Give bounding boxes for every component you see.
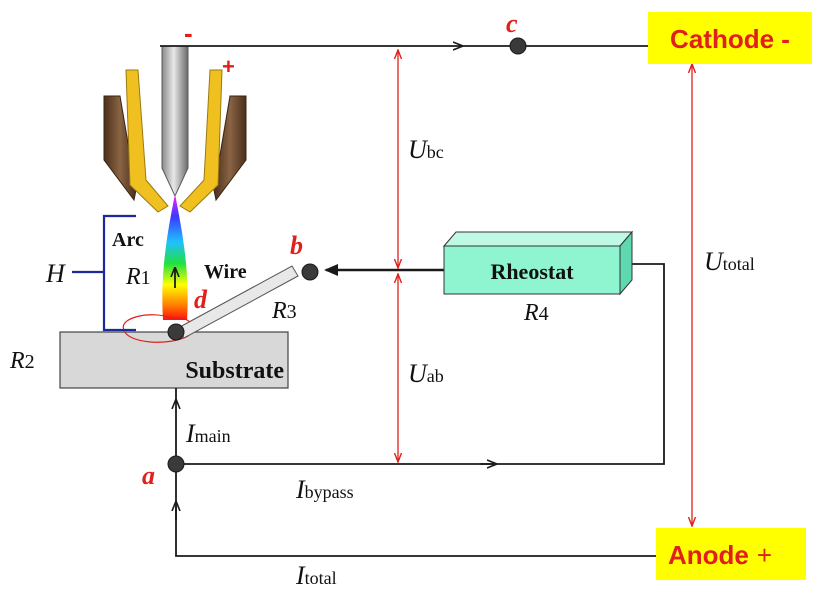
utotal-symbol: U (704, 247, 725, 276)
r3-sub: 3 (287, 301, 297, 323)
height-bracket (72, 214, 136, 332)
node-c-dot (509, 37, 527, 55)
rheostat-label: Rheostat (490, 259, 574, 284)
ubc-symbol: U (408, 135, 429, 164)
wire-label: Wire (204, 261, 247, 283)
node-b-dot (301, 263, 319, 281)
ubc-label: Ubc (408, 135, 444, 164)
node-d-dot (167, 323, 185, 341)
electrode-sign: - (184, 18, 193, 48)
imain-symbol: I (185, 419, 196, 448)
ibypass-label: Ibypass (295, 475, 354, 504)
r4-label: R4 (523, 300, 549, 326)
imain-label: Imain (185, 419, 231, 448)
uab-label: Uab (408, 359, 444, 388)
welding-torch (103, 45, 247, 320)
r3-symbol: R (271, 298, 287, 324)
voltage-indicators (398, 50, 692, 526)
height-label: H (45, 259, 66, 288)
node-c-label: c (506, 9, 518, 38)
substrate-block (59, 314, 289, 389)
r3-label: R3 (271, 298, 297, 324)
node-a-label: a (142, 461, 155, 490)
rheostat-front-face (443, 245, 621, 295)
ibypass-symbol: I (295, 475, 306, 504)
cathode-terminal: Cathode - (648, 12, 812, 64)
cathode-label: Cathode - (670, 24, 790, 54)
rheostat: Rheostat (442, 230, 634, 296)
arc-label: Arc (112, 229, 144, 251)
r2-symbol: R (9, 348, 25, 374)
itotal-symbol: I (295, 561, 306, 590)
r2-sub: 2 (25, 351, 35, 373)
tungsten-electrode (161, 45, 189, 198)
rheostat-top-face (442, 231, 634, 247)
uab-symbol: U (408, 359, 429, 388)
cathode-box (648, 12, 812, 64)
imain-sub: main (195, 426, 231, 446)
anode-word: Anode (668, 540, 749, 570)
wire-rheostat-right (480, 263, 665, 465)
node-d-label: d (194, 285, 208, 314)
node-a-dot (167, 455, 185, 473)
ubc-sub: bc (427, 142, 444, 162)
utotal-sub: total (723, 254, 755, 274)
r1-sub: 1 (141, 267, 151, 289)
circuit-wires (160, 46, 665, 557)
utotal-label: Utotal (704, 247, 755, 276)
inner-nozzle-left (125, 69, 169, 213)
nozzle-sign: + (222, 54, 235, 79)
ibypass-sub: bypass (305, 482, 354, 502)
outer-nozzle-left (103, 95, 137, 202)
anode-sign: + (757, 540, 772, 570)
wire-bottom (175, 506, 656, 557)
r1-symbol: R (125, 264, 141, 290)
r2-label: R2 (9, 348, 35, 374)
itotal-label: Itotal (295, 561, 337, 590)
anode-box (656, 528, 806, 580)
node-b-label: b (290, 231, 303, 260)
uab-sub: ab (427, 366, 444, 386)
anode-label: Anode + (668, 540, 772, 570)
circuit-nodes (167, 37, 527, 473)
substrate-label: Substrate (185, 358, 284, 384)
r1-label: R1 (125, 264, 151, 290)
inner-nozzle-right (179, 69, 223, 213)
itotal-sub: total (305, 568, 337, 588)
arc-plasma (162, 194, 188, 320)
r4-sub: 4 (539, 303, 549, 325)
anode-terminal: Anode + (656, 528, 806, 580)
r4-symbol: R (523, 300, 539, 326)
